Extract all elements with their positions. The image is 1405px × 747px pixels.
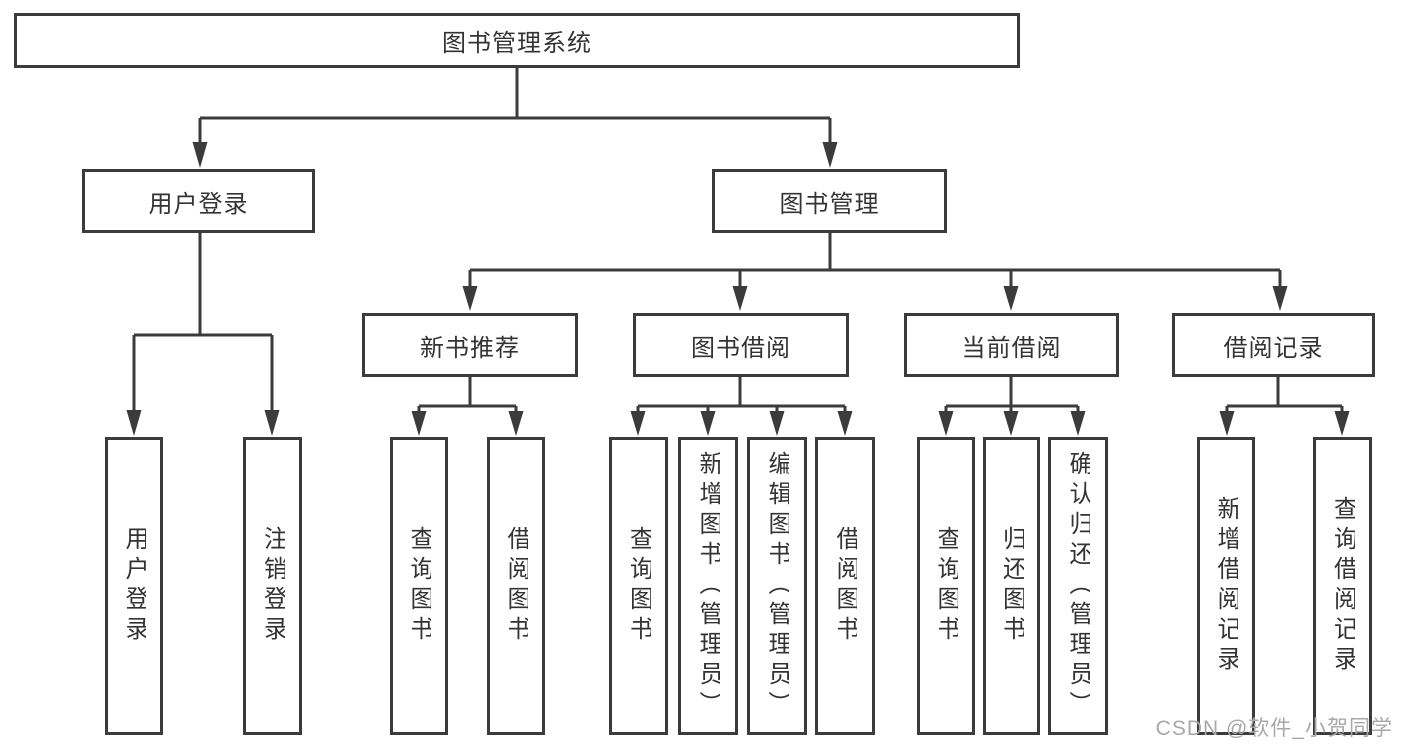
leaf-logout-label: 注销登录	[260, 526, 285, 646]
leaf-user-login: 用户登录	[105, 437, 163, 735]
arrowhead-user-login	[192, 142, 208, 168]
node-book-management: 图书管理	[712, 169, 947, 233]
csdn-watermark: CSDN @软件_小贺同学	[1155, 717, 1393, 740]
leaf-logout: 注销登录	[243, 437, 302, 735]
leaf-borrow-borrow-books: 借阅图书	[815, 437, 875, 735]
arrowhead-newbook-query	[411, 411, 427, 436]
connector-current-borrow	[944, 377, 1080, 414]
leaf-borrow-query-books: 查询图书	[609, 437, 668, 735]
leaf-newbook-query-books-label: 查询图书	[407, 526, 431, 646]
arrowhead-current-return	[1003, 411, 1019, 436]
leaf-user-login-label: 用户登录	[122, 526, 146, 646]
leaf-borrow-add-books-admin: 新增图书（管理员）	[678, 437, 738, 735]
arrowhead-current-borrow	[1003, 286, 1019, 311]
node-user-login-label: 用户登录	[148, 190, 249, 218]
node-book-borrow: 图书借阅	[633, 313, 849, 377]
leaf-current-query-books-label: 查询图书	[934, 526, 958, 646]
connector-user-login	[132, 233, 274, 413]
node-book-borrow-label: 图书借阅	[691, 334, 791, 362]
node-new-book-recommend: 新书推荐	[362, 313, 578, 377]
arrowhead-login	[126, 410, 142, 436]
arrowhead-records-query	[1334, 411, 1350, 436]
connector-book-management	[468, 233, 1282, 289]
arrowhead-new-book-recommend	[462, 286, 478, 311]
arrowhead-borrow-edit	[769, 411, 785, 436]
connector-borrow-records	[1225, 377, 1344, 414]
node-root: 图书管理系统	[14, 13, 1020, 68]
leaf-newbook-query-books: 查询图书	[390, 437, 448, 735]
node-book-management-label: 图书管理	[779, 190, 880, 218]
arrowhead-borrow-query	[630, 411, 646, 436]
arrowhead-book-borrow	[732, 286, 748, 311]
leaf-borrow-add-books-admin-label: 新增图书（管理员）	[696, 451, 720, 721]
leaf-borrow-query-books-label: 查询图书	[626, 526, 651, 646]
leaf-borrow-edit-books-admin-label: 编辑图书（管理员）	[765, 451, 789, 721]
node-current-borrow: 当前借阅	[904, 313, 1119, 377]
arrowhead-borrow-add	[700, 411, 716, 436]
arrowhead-borrow-borrow	[837, 411, 853, 436]
connector-book-borrow	[636, 377, 847, 414]
arrowhead-newbook-borrow	[508, 411, 524, 436]
leaf-newbook-borrow-books: 借阅图书	[487, 437, 545, 735]
leaf-current-confirm-return-admin: 确认归还（管理员）	[1048, 437, 1108, 735]
node-borrow-records: 借阅记录	[1172, 313, 1375, 377]
connector-root	[198, 68, 832, 146]
node-user-login: 用户登录	[82, 169, 315, 233]
leaf-records-query: 查询借阅记录	[1313, 437, 1372, 735]
leaf-records-query-label: 查询借阅记录	[1330, 496, 1355, 676]
node-current-borrow-label: 当前借阅	[961, 334, 1062, 362]
leaf-records-add: 新增借阅记录	[1197, 437, 1255, 735]
leaf-current-return-books: 归还图书	[983, 437, 1040, 735]
node-root-label: 图书管理系统	[442, 30, 592, 57]
leaf-records-add-label: 新增借阅记录	[1214, 496, 1238, 676]
arrowhead-current-query	[938, 411, 954, 436]
connector-new-book-recommend	[417, 377, 518, 414]
arrowhead-book-management	[822, 142, 838, 168]
leaf-current-return-books-label: 归还图书	[999, 526, 1024, 646]
leaf-borrow-borrow-books-label: 借阅图书	[833, 526, 857, 646]
arrowhead-records-add	[1219, 411, 1235, 436]
leaf-borrow-edit-books-admin: 编辑图书（管理员）	[747, 437, 807, 735]
node-borrow-records-label: 借阅记录	[1223, 334, 1324, 362]
node-new-book-recommend-label: 新书推荐	[420, 334, 520, 362]
arrowhead-current-confirm	[1070, 411, 1086, 436]
leaf-current-confirm-return-admin-label: 确认归还（管理员）	[1066, 451, 1090, 721]
arrowhead-borrow-records	[1272, 286, 1288, 311]
arrowhead-logout	[264, 410, 280, 436]
leaf-current-query-books: 查询图书	[917, 437, 975, 735]
leaf-newbook-borrow-books-label: 借阅图书	[504, 526, 528, 646]
